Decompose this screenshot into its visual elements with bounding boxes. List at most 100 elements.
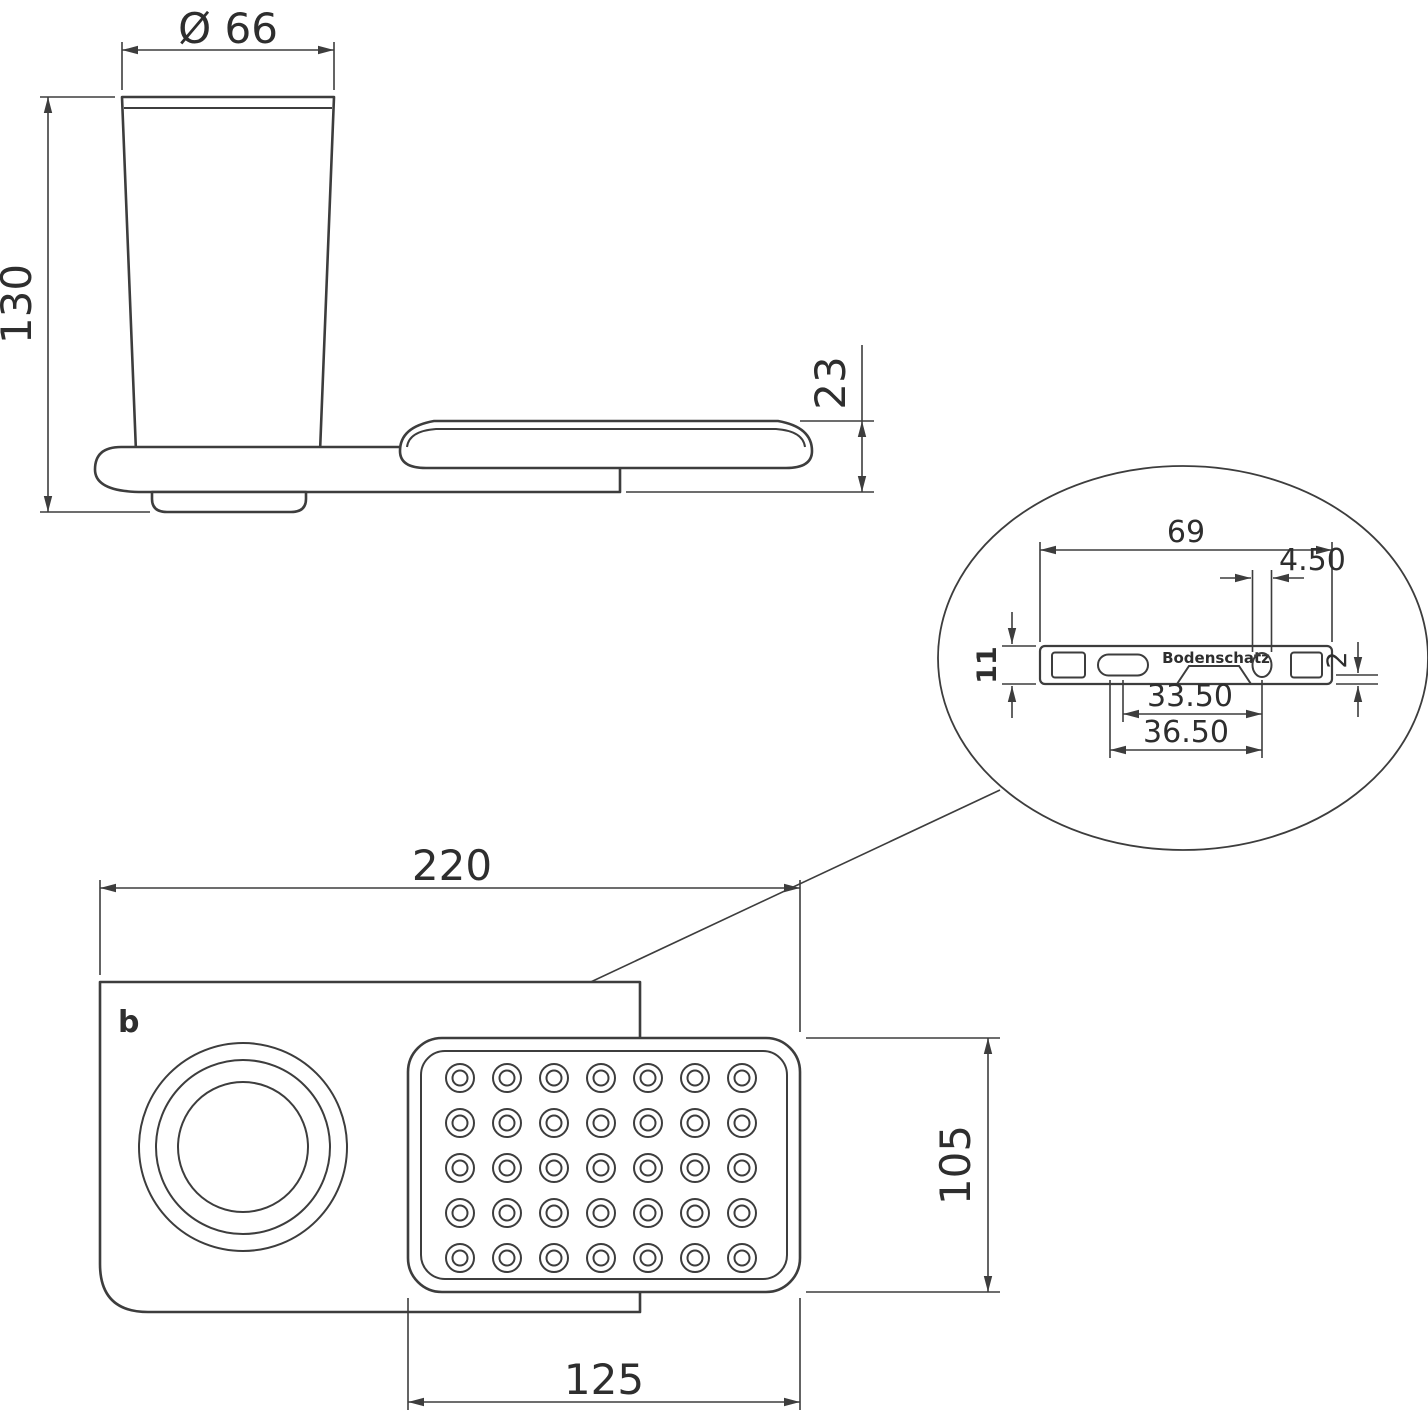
detail-view: Bodenschatz 69 4.50 11: [937, 465, 1428, 851]
dish-drain-holes: [445, 1063, 757, 1273]
drain-hole-ring: [733, 1159, 751, 1177]
drain-hole-ring: [586, 1243, 616, 1273]
dim-cup-diameter: Ø 66: [121, 4, 335, 90]
drain-hole-ring: [498, 1069, 516, 1087]
drain-hole-ring: [539, 1063, 569, 1093]
plan-view: b 220 105 125: [98, 841, 1000, 1410]
drain-hole-ring: [680, 1153, 710, 1183]
dim-cup-diameter-label: Ø 66: [178, 4, 278, 53]
drain-hole-ring: [633, 1198, 663, 1228]
dim-overall-width: 220: [99, 841, 801, 1032]
dim-bracket-height: 11: [972, 612, 1036, 718]
soap-dish-outline: [406, 1036, 802, 1294]
drain-hole-ring: [633, 1108, 663, 1138]
side-view: Ø 66 130 23: [0, 4, 874, 514]
drain-hole-ring: [733, 1114, 751, 1132]
drain-hole-ring: [545, 1249, 563, 1267]
drain-hole-ring: [680, 1108, 710, 1138]
drain-hole-ring: [492, 1153, 522, 1183]
drain-hole-ring: [445, 1153, 475, 1183]
bracket-slot-hole: [1097, 653, 1149, 677]
drain-hole-ring: [633, 1063, 663, 1093]
drain-hole-ring: [545, 1114, 563, 1132]
drain-hole-ring: [727, 1108, 757, 1138]
drain-hole-ring: [492, 1243, 522, 1273]
cup-holder-ring-middle: [155, 1059, 331, 1235]
drain-hole-ring: [639, 1069, 657, 1087]
dim-hole-distance-inner: 33.50: [1122, 679, 1263, 758]
drain-hole-ring: [539, 1153, 569, 1183]
drain-hole-ring: [539, 1108, 569, 1138]
drain-hole-ring: [539, 1243, 569, 1273]
drain-hole-ring: [639, 1159, 657, 1177]
dim-dish-drop-label: 23: [806, 356, 855, 409]
drain-hole-ring: [592, 1249, 610, 1267]
dim-dish-width-label: 125: [564, 1355, 644, 1404]
dim-bracket-length: 69: [1039, 515, 1333, 642]
drain-hole-ring: [639, 1204, 657, 1222]
bracket-center-notch: [1176, 665, 1252, 685]
dim-hole-distance-outer-label: 36.50: [1143, 715, 1229, 750]
dim-overall-width-label: 220: [412, 841, 492, 890]
drain-hole-ring: [733, 1204, 751, 1222]
drain-hole-ring: [492, 1063, 522, 1093]
drain-hole-ring: [445, 1243, 475, 1273]
drain-hole-ring: [686, 1069, 704, 1087]
drain-hole-ring: [733, 1249, 751, 1267]
drain-hole-ring: [445, 1108, 475, 1138]
drain-hole-ring: [498, 1159, 516, 1177]
drain-hole-ring: [639, 1114, 657, 1132]
drain-hole-ring: [451, 1204, 469, 1222]
drain-hole-ring: [686, 1114, 704, 1132]
soap-dish-side-profile: [398, 419, 814, 470]
dim-total-height-label: 130: [0, 264, 41, 344]
dim-dish-depth: 105: [806, 1037, 1000, 1293]
drain-hole-ring: [451, 1069, 469, 1087]
dim-slot-width: 4.50: [1220, 543, 1346, 652]
dim-plate-thickness: 2: [1322, 642, 1378, 717]
drain-hole-ring: [539, 1198, 569, 1228]
drain-hole-ring: [727, 1153, 757, 1183]
drain-hole-ring: [686, 1249, 704, 1267]
drain-hole-ring: [639, 1249, 657, 1267]
soap-dish-inner-rim: [420, 1050, 788, 1280]
drain-hole-ring: [498, 1114, 516, 1132]
drain-hole-ring: [451, 1114, 469, 1132]
bracket-square-hole-left: [1051, 651, 1086, 679]
soap-dish-rim-line: [406, 428, 806, 448]
cup-holder-ring-outer: [138, 1042, 348, 1252]
cup-holder-ring-inner: [177, 1081, 309, 1213]
drain-hole-ring: [633, 1153, 663, 1183]
dim-dish-depth-label: 105: [931, 1125, 980, 1205]
drain-hole-ring: [633, 1243, 663, 1273]
detail-leader-arrow: [547, 789, 1001, 1003]
dim-dish-width: 125: [407, 1298, 801, 1410]
drain-hole-ring: [451, 1249, 469, 1267]
drain-hole-ring: [733, 1069, 751, 1087]
cup-collar-profile: [150, 490, 308, 514]
bracket-square-hole-right: [1290, 651, 1323, 679]
logo-mark: b: [118, 1005, 139, 1040]
drain-hole-ring: [498, 1249, 516, 1267]
drain-hole-ring: [680, 1063, 710, 1093]
drain-hole-ring: [545, 1159, 563, 1177]
drain-hole-ring: [586, 1063, 616, 1093]
drain-hole-ring: [545, 1069, 563, 1087]
drain-hole-ring: [445, 1198, 475, 1228]
drain-hole-ring: [498, 1204, 516, 1222]
bracket-oval-hole-right: [1251, 652, 1273, 678]
drain-hole-ring: [492, 1108, 522, 1138]
drain-hole-ring: [592, 1069, 610, 1087]
drain-hole-ring: [445, 1063, 475, 1093]
drain-hole-ring: [680, 1243, 710, 1273]
drain-hole-ring: [727, 1063, 757, 1093]
drain-hole-ring: [680, 1198, 710, 1228]
brand-stamp-label: Bodenschatz: [1162, 649, 1270, 667]
drain-hole-ring: [592, 1114, 610, 1132]
drain-hole-ring: [727, 1198, 757, 1228]
dim-slot-width-label: 4.50: [1279, 543, 1346, 578]
dim-bracket-height-label: 11: [972, 646, 1003, 684]
detail-circle: [937, 465, 1428, 851]
